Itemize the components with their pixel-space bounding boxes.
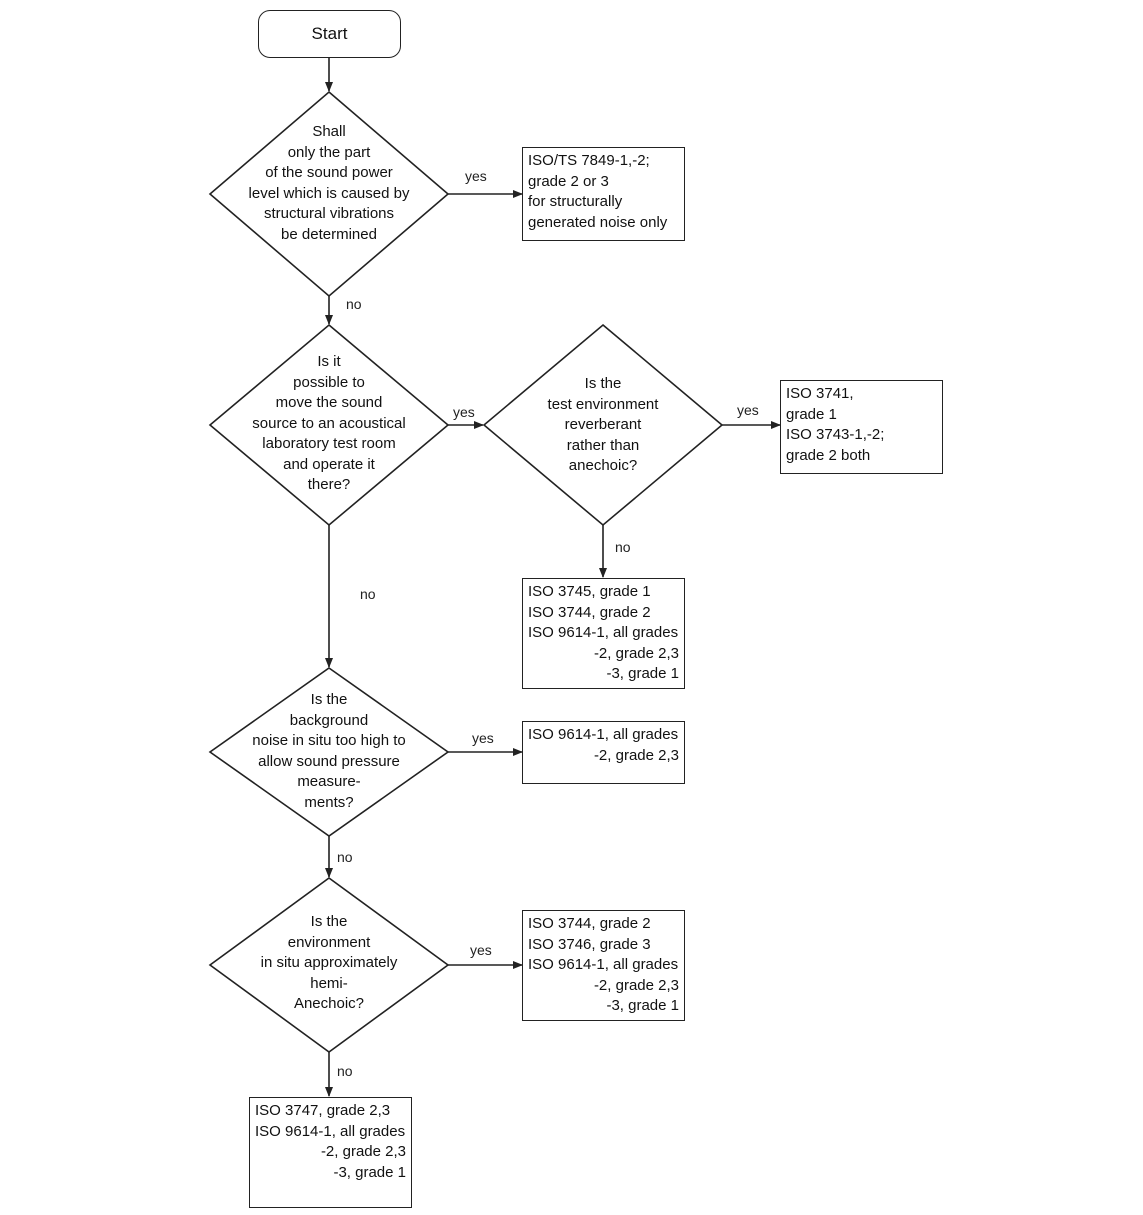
edge-label-d1-no: no <box>346 296 362 312</box>
edge-label-d3-yes: yes <box>737 402 759 418</box>
decision-text-line: test environment <box>547 395 659 413</box>
result-text-line: ISO 3744, grade 2 <box>528 915 651 932</box>
edge-label-d1-yes: yes <box>465 168 487 184</box>
result-text-line: grade 1 <box>786 405 837 423</box>
result-text-line: ISO 9614-1, all grades <box>528 956 679 973</box>
result-r5-box: ISO 3744, grade 2 ISO 3746, grade 3 ISO 96… <box>522 910 685 1021</box>
decision-text-line: level which is caused by <box>248 184 410 202</box>
decision-d1-text: Shall only the part of the sound power leve… <box>249 122 410 245</box>
result-text-line: -2, grade 2,3 <box>593 976 679 994</box>
result-text-line: grade 2 or 3 <box>528 172 609 190</box>
result-text-line: ISO 3747, grade 2,3 <box>255 1102 391 1119</box>
decision-text-line: Is the <box>584 375 622 392</box>
result-r2-box: ISO 3741, grade 1 ISO 3743-1,-2; grade 2 bo… <box>780 380 943 474</box>
decision-text-line: in situ approximately <box>260 954 398 971</box>
result-text-line: for structurally <box>528 193 623 210</box>
decision-text-line: reverberant <box>564 416 642 433</box>
decision-text-line: move the sound <box>275 394 383 411</box>
decision-text-line: Is it <box>317 353 341 370</box>
result-r4-box: ISO 9614-1, all grades -2, grade 2,3 <box>522 721 685 784</box>
result-text-line: -3, grade 1 <box>606 997 679 1014</box>
edge-label-d5-yes: yes <box>470 942 492 958</box>
decision-text-line: and operate it <box>283 455 375 473</box>
result-text-line: ISO 3744, grade 2 <box>528 603 651 621</box>
decision-text-line: laboratory test room <box>262 435 396 452</box>
result-text-line: -2, grade 2,3 <box>320 1143 406 1160</box>
edge-label-d2-no: no <box>360 586 376 602</box>
result-text-line: ISO 3741, <box>786 385 854 402</box>
result-text-line: ISO 9614-1, all grades <box>528 726 679 743</box>
decision-text-line: ments? <box>304 793 354 811</box>
decision-d3-text: Is the test environment reverberant rather … <box>548 374 659 477</box>
decision-text-line: environment <box>287 933 371 951</box>
decision-text-line: Anechoic? <box>293 995 365 1012</box>
result-text-line: ISO 3745, grade 1 <box>528 583 651 600</box>
result-text-line: ISO 9614-1, all grades <box>255 1122 406 1140</box>
decision-text-line: possible to <box>293 373 365 391</box>
result-text-line: -2, grade 2,3 <box>593 746 679 764</box>
decision-text-line: Is the <box>310 691 348 708</box>
decision-d2-text: Is it possible to move the sound source to … <box>252 352 405 496</box>
decision-text-line: noise in situ too high to <box>252 732 406 749</box>
decision-text-line: only the part <box>287 143 371 161</box>
edge-label-d4-yes: yes <box>472 730 494 746</box>
decision-text-line: Shall <box>312 123 346 140</box>
decision-text-line: there? <box>307 476 351 493</box>
decision-text-line: allow sound pressure <box>258 752 400 770</box>
decision-text-line: background <box>289 711 369 729</box>
edge-label-d5-no: no <box>337 1063 353 1079</box>
result-text-line: ISO 9614-1, all grades <box>528 624 679 641</box>
decision-text-line: anechoic? <box>568 457 638 474</box>
decision-text-line: measure- <box>297 773 361 790</box>
result-text-line: -3, grade 1 <box>606 665 679 682</box>
decision-text-line: be determined <box>281 225 377 243</box>
result-r1-box: ISO/TS 7849-1,-2; grade 2 or 3 for structu… <box>522 147 685 241</box>
result-r3-box: ISO 3745, grade 1 ISO 3744, grade 2 ISO 96… <box>522 578 685 689</box>
decision-d5-text: Is the environment in situ approximately he… <box>261 912 398 1015</box>
decision-text-line: rather than <box>566 436 640 454</box>
result-text-line: ISO 3746, grade 3 <box>528 935 651 953</box>
start-node: Start <box>258 10 401 58</box>
edge-label-d3-no: no <box>615 539 631 555</box>
decision-d4-text: Is the background noise in situ too high t… <box>252 690 405 813</box>
result-text-line: generated noise only <box>528 213 668 231</box>
decision-text-line: of the sound power <box>265 164 393 181</box>
result-text-line: grade 2 both <box>786 446 871 464</box>
result-text-line: ISO 3743-1,-2; <box>786 426 885 443</box>
decision-text-line: structural vibrations <box>263 205 395 222</box>
decision-text-line: source to an acoustical <box>252 414 406 432</box>
result-text-line: -3, grade 1 <box>333 1163 406 1181</box>
result-text-line: -2, grade 2,3 <box>593 644 679 662</box>
decision-text-line: Is the <box>310 913 348 930</box>
decision-text-line: hemi- <box>310 974 348 992</box>
edge-label-d4-no: no <box>337 849 353 865</box>
result-text-line: ISO/TS 7849-1,-2; <box>528 152 650 169</box>
edge-label-d2-yes: yes <box>453 404 475 420</box>
